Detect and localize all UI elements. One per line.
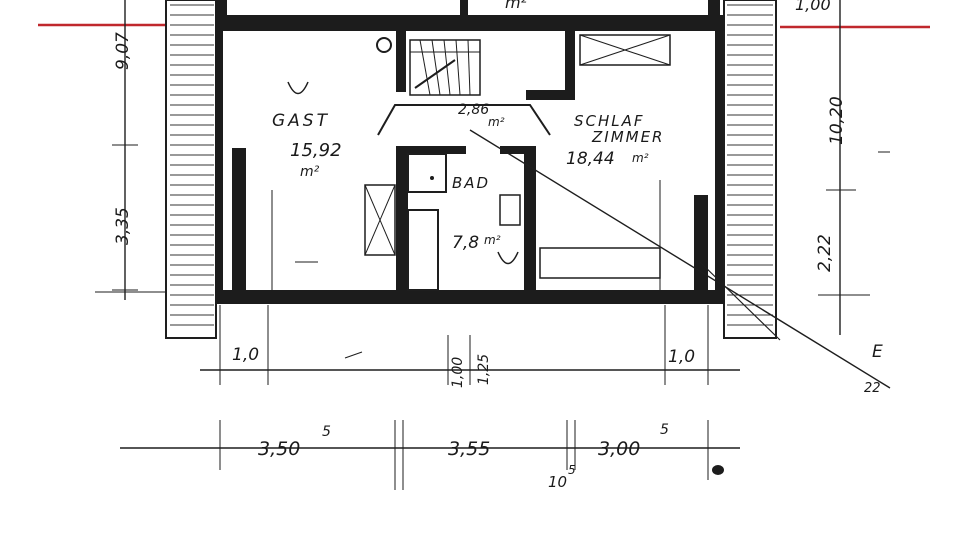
schlafzimmer-fixtures (539, 34, 671, 290)
schlafzimmer-name-1: SCHLAF (574, 112, 645, 130)
left-dimension-top: 9,07 (113, 32, 133, 70)
bad-room-name: BAD (452, 174, 490, 192)
bottom-segment-3-sup: 5 (660, 422, 669, 438)
gast-room-unit: m² (300, 164, 320, 180)
bad-room-area: 7,8 (452, 233, 479, 253)
right-dimension-top: 10,20 (827, 96, 847, 145)
gast-room-area: 15,92 (290, 140, 342, 161)
bottom-segment-1-sup: 5 (322, 424, 331, 440)
bottom-center-a: 1,00 (450, 357, 466, 388)
right-roof-hatch (723, 0, 777, 339)
bath-fixtures (407, 153, 521, 291)
bottom-segment-1: 3,50 (258, 438, 300, 460)
top-right-dimension: 1,00 (795, 0, 831, 14)
top-area-fragment: m² (505, 0, 528, 12)
schlafzimmer-area: 18,44 (566, 149, 615, 169)
ink-blot (712, 465, 724, 475)
left-roof-hatch (165, 0, 217, 339)
left-dimension-line (95, 0, 165, 300)
bottom-right-offset: 1,0 (668, 347, 695, 367)
flur-area: 2,86 (458, 102, 489, 118)
flur-unit: m² (488, 115, 505, 129)
right-dimension-lower: 2,22 (815, 234, 835, 272)
bottom-left-offset: 1,0 (232, 345, 259, 365)
bottom-sub-dimension-sup: 5 (568, 463, 576, 477)
bottom-sub-dimension: 10 (548, 473, 567, 491)
schlafzimmer-name-2: ZIMMER (591, 128, 664, 146)
staircase (376, 37, 551, 136)
schlafzimmer-unit: m² (632, 151, 649, 165)
bottom-center-b: 1,25 (476, 354, 492, 385)
interior-walls (396, 30, 575, 292)
roof-edge-line (699, 261, 781, 341)
bottom-dimension-lines (120, 151, 890, 490)
bottom-segment-2: 3,55 (448, 438, 490, 460)
gast-room-name: GAST (272, 111, 330, 131)
corner-mark-2: 22 (864, 381, 881, 396)
corner-mark: E (872, 342, 883, 362)
bottom-segment-3: 3,00 (598, 438, 640, 460)
bad-room-unit: m² (484, 233, 501, 247)
outer-walls (215, 0, 725, 304)
gast-fixtures (271, 81, 396, 290)
diagonal-section-line (469, 129, 891, 389)
left-dimension-middle: 3,35 (113, 207, 133, 245)
right-dimension-line (818, 0, 870, 335)
